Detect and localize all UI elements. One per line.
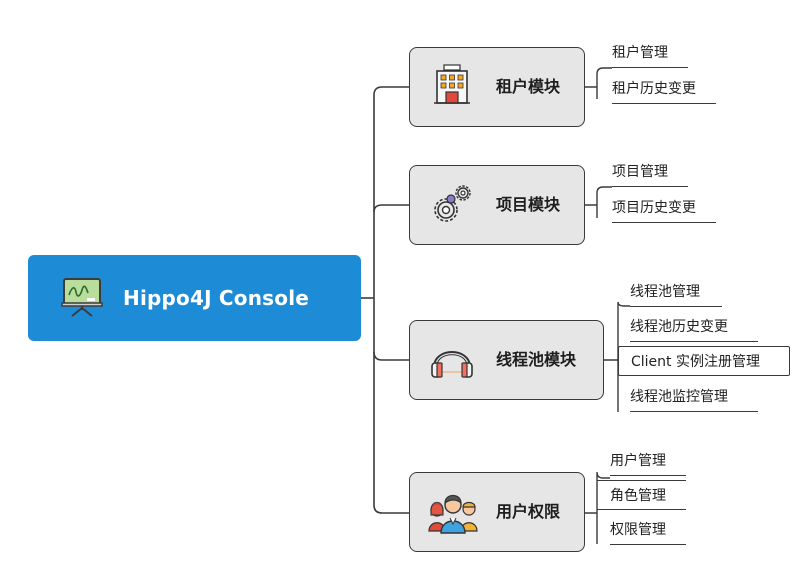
leaf-connector-1 [585,67,612,99]
root-title: Hippo4J Console [123,286,310,310]
leaf-item[interactable]: 线程池监控管理 [630,382,758,412]
leaf-item[interactable]: 用户管理 [610,446,686,476]
hotel-building-icon [428,62,476,110]
leaf-item[interactable]: 线程池历史变更 [630,312,758,342]
leaf-item[interactable]: 项目管理 [612,157,688,187]
leaf-item[interactable]: 权限管理 [610,515,686,545]
root-node[interactable]: Hippo4J Console [28,255,361,341]
leaf-connector-4 [585,471,610,544]
module-label: 线程池模块 [496,350,577,369]
branch-connector-threadpool [373,351,409,361]
module-threadpool[interactable]: 线程池模块 [409,320,604,400]
leaf-item[interactable]: 角色管理 [597,480,686,510]
module-label: 租户模块 [496,77,561,96]
user-group-icon [428,487,478,535]
headphones-icon [428,335,476,383]
module-label: 项目模块 [496,195,561,214]
module-tenant[interactable]: 租户模块 [409,47,585,127]
leaf-item[interactable]: Client 实例注册管理 [618,346,790,376]
module-label: 用户权限 [496,502,561,521]
leaf-item[interactable]: 项目历史变更 [612,193,716,223]
module-user-permission[interactable]: 用户权限 [409,472,585,552]
branch-connector-project [373,204,409,213]
gears-icon [428,180,476,228]
module-project[interactable]: 项目模块 [409,165,585,245]
leaf-item[interactable]: 线程池管理 [630,277,722,307]
leaf-connector-2 [585,186,612,218]
leaf-item[interactable]: 租户管理 [612,38,688,68]
trunk-connector [373,86,409,514]
presentation-board-icon [60,277,104,317]
leaf-item[interactable]: 租户历史变更 [612,74,716,104]
